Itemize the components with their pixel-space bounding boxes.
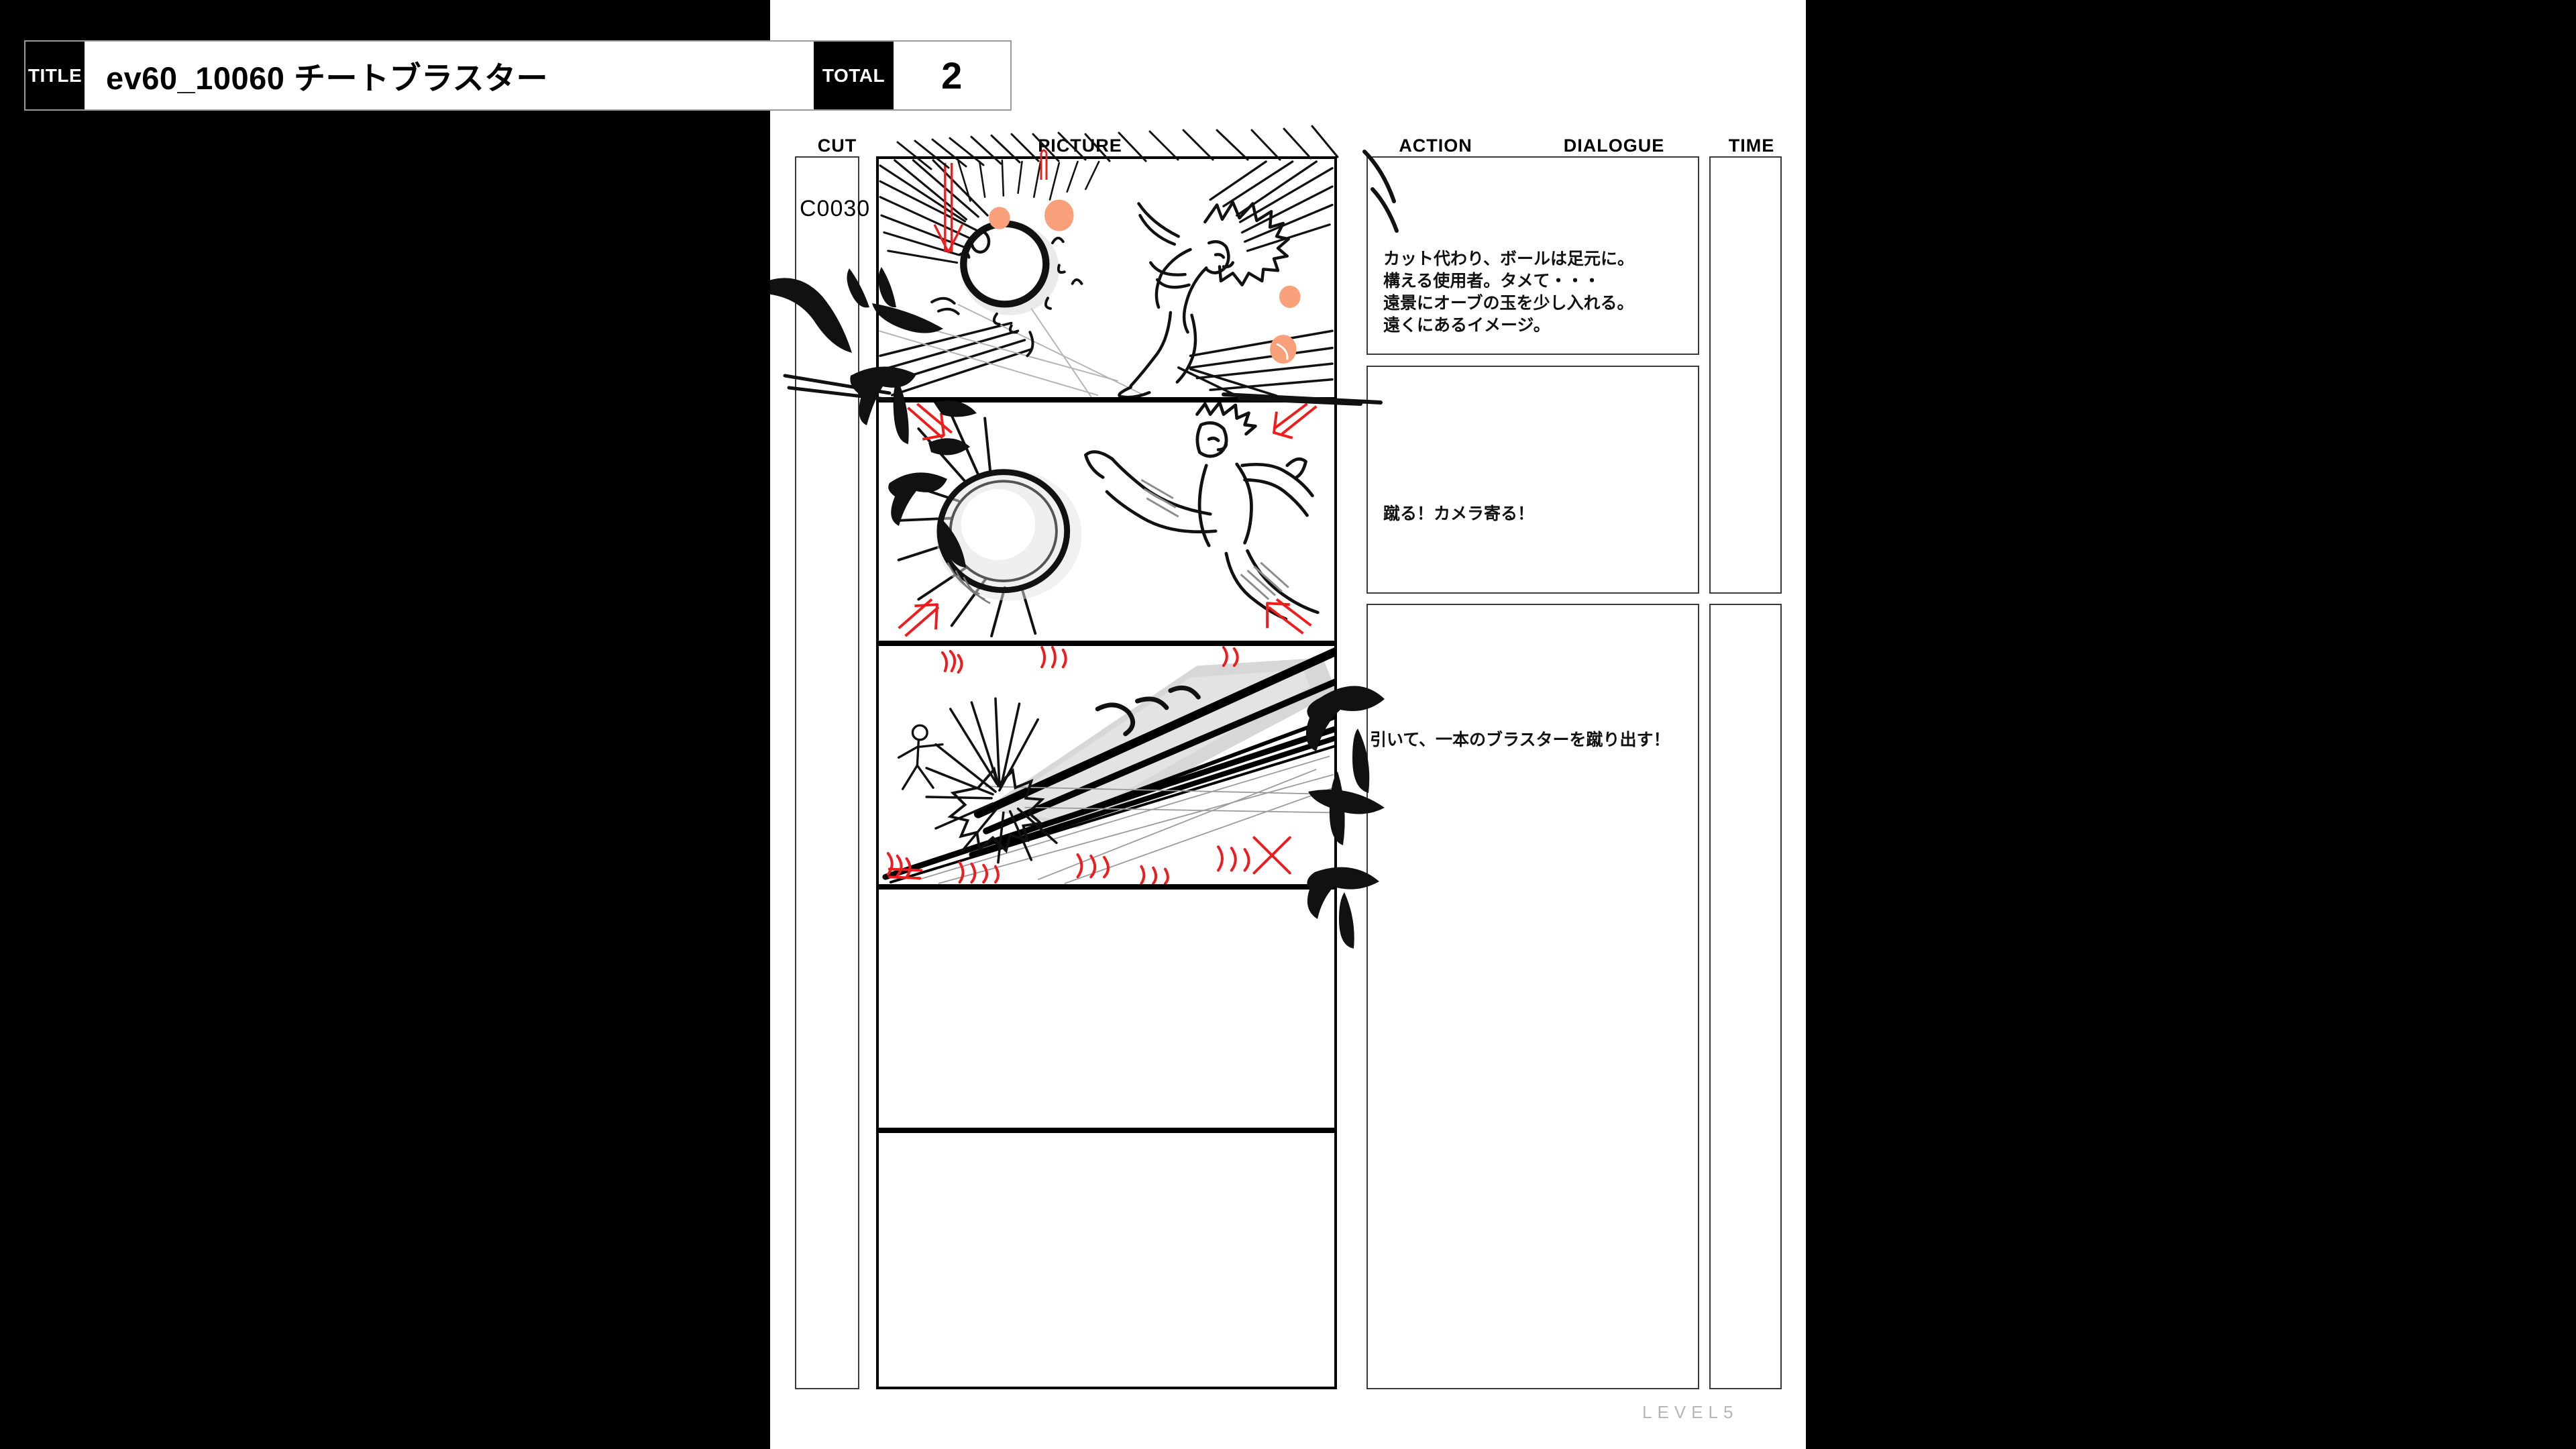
total-label: TOTAL (814, 42, 894, 109)
picture-panel-3 (876, 643, 1337, 887)
picture-panel-5 (876, 1130, 1337, 1389)
column-header-dialogue: DIALOGUE (1563, 136, 1665, 156)
panel-2-artwork (894, 402, 1320, 638)
cut-column-cell (795, 156, 859, 1389)
column-header-picture: PICTURE (1038, 136, 1122, 156)
column-header-cut: CUT (817, 136, 857, 156)
panel-1-artwork (879, 159, 1334, 397)
time-cell-1 (1709, 156, 1782, 594)
action-text-3: 引いて、一本のブラスターを蹴り出す！ (1370, 731, 1670, 749)
picture-panel-4 (876, 887, 1337, 1130)
picture-panel-1 (876, 156, 1337, 400)
title-bar: TITLE ev60_10060 チートブラスター TOTAL 2 (24, 40, 1012, 111)
total-value: 2 (941, 54, 963, 97)
action-dialogue-cell-3 (1366, 604, 1699, 1389)
action-text-2: 蹴る！カメラ寄る！ (1383, 504, 1535, 523)
cut-number: C0030 (800, 196, 871, 221)
title-value: ev60_10060 チートブラスター (106, 60, 549, 96)
action-text-1: カット代わり、ボールは足元に。 構える使用者。タメて・・・ 遠景にオーブの玉を少… (1383, 250, 1635, 335)
title-label: TITLE (25, 42, 85, 109)
panel-3-artwork (882, 646, 1334, 884)
column-header-time: TIME (1728, 136, 1775, 156)
time-cell-2 (1709, 604, 1782, 1389)
picture-panel-2 (876, 400, 1337, 643)
level5-logo: LEVEL5 (1642, 1402, 1739, 1422)
action-dialogue-cell-1 (1366, 156, 1699, 355)
column-header-action: ACTION (1399, 136, 1472, 156)
action-dialogue-cell-2 (1366, 366, 1699, 594)
